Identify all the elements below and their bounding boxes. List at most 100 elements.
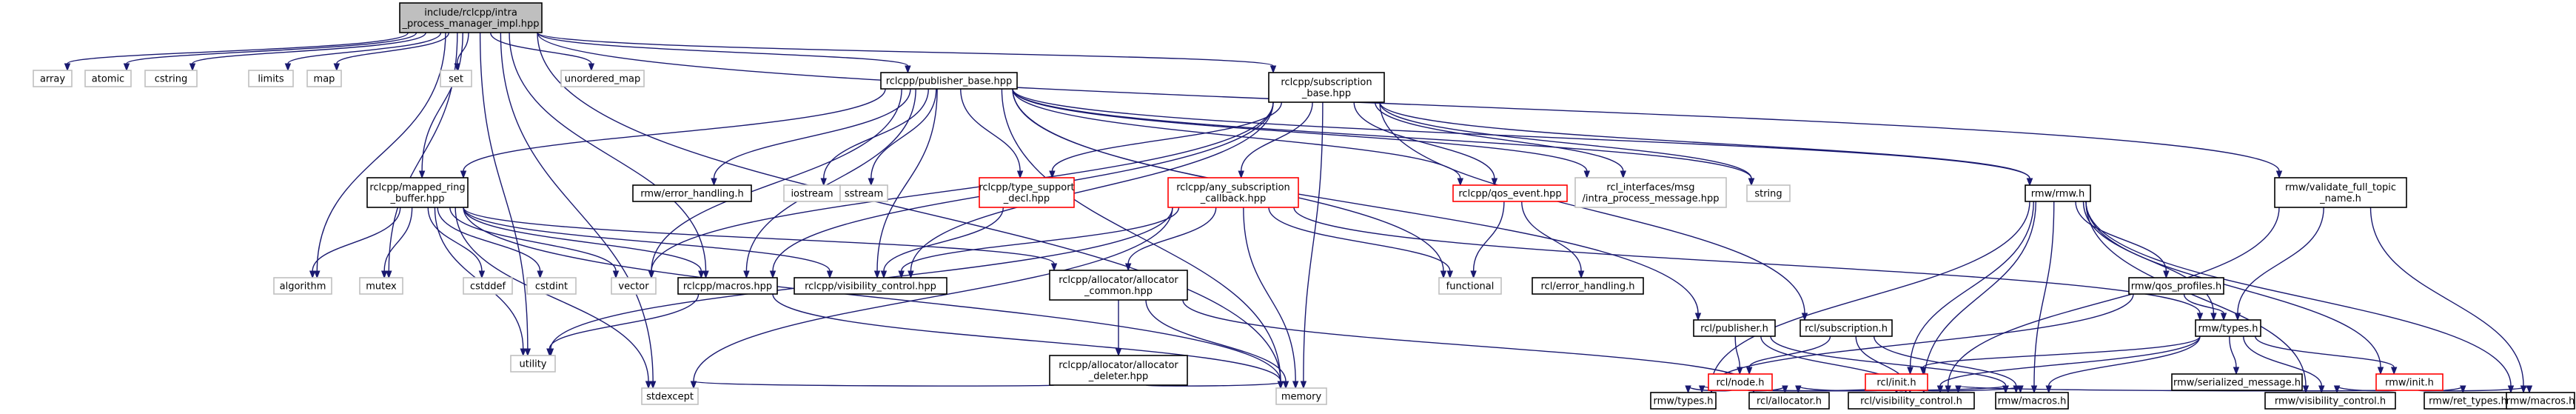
node-label: iostream — [791, 189, 833, 200]
edge-qos-event-to-functional — [1470, 201, 1505, 279]
edge-root-to-mapped-ring — [418, 32, 463, 179]
node-macros-hpp[interactable]: rclcpp/macros.hpp — [677, 277, 778, 295]
node-publisher-base[interactable]: rclcpp/publisher_base.hpp — [880, 72, 1018, 90]
node-rmw-macros-mid[interactable]: rmw/macros.h — [1995, 392, 2069, 410]
node-label: rmw/macros.h — [2506, 396, 2575, 407]
node-label: algorithm — [280, 281, 326, 293]
node-box — [1865, 373, 1928, 391]
edge-rmw-types-hpp-to-serialized-message — [2229, 335, 2240, 375]
edge-root-to-map — [333, 32, 449, 72]
node-box — [2195, 319, 2261, 337]
node-serialized-message[interactable]: rmw/serialized_message.h — [2171, 373, 2303, 391]
node-box — [1693, 319, 1776, 337]
edge-rcl-publisher-to-rcl-node — [1734, 335, 1743, 375]
edge-root-to-utility — [479, 32, 531, 357]
node-rcl-init[interactable]: rcl/init.h — [1865, 373, 1928, 391]
node-subscription-base[interactable]: rclcpp/subscription_base.hpp — [1268, 72, 1385, 103]
node-box — [248, 70, 294, 87]
node-mapped-ring[interactable]: rclcpp/mapped_ring_buffer.hpp — [366, 177, 469, 208]
node-root[interactable]: include/rclcpp/intra_process_manager_imp… — [399, 2, 543, 33]
node-label: _process_manager_impl.hpp — [402, 19, 540, 30]
node-label: rclcpp/type_support — [979, 182, 1074, 193]
edge-rcl-subscription-to-rcl-node — [1745, 335, 1831, 375]
node-box — [144, 70, 198, 87]
node-box — [1049, 355, 1188, 386]
node-box — [611, 277, 657, 295]
node-rmw-qos-profiles[interactable]: rmw/qos_profiles.h — [2128, 277, 2224, 295]
edge-mapped-ring-to-cstddef — [427, 207, 486, 279]
node-rmw-error-handling[interactable]: rmw/error_handling.h — [632, 184, 752, 202]
node-qos-event[interactable]: rclcpp/qos_event.hpp — [1452, 184, 1568, 202]
node-string: string — [1746, 184, 1791, 202]
node-label: _buffer.hpp — [390, 193, 445, 204]
node-label: rmw/validate_full_topic — [2285, 182, 2396, 193]
node-rmw-macros-right[interactable]: rmw/macros.h — [2506, 392, 2575, 410]
node-rcl-error-handling[interactable]: rcl/error_handling.h — [1532, 277, 1644, 295]
node-label: rclcpp/macros.hpp — [683, 281, 772, 293]
node-visibility-hpp[interactable]: rclcpp/visibility_control.hpp — [794, 277, 947, 295]
node-any-sub[interactable]: rclcpp/any_subscription_callback.hpp — [1167, 177, 1299, 208]
node-rmw-h[interactable]: rmw/rmw.h — [2025, 184, 2091, 202]
edge-root-to-atomic — [123, 32, 417, 72]
node-rcl-subscription[interactable]: rcl/subscription.h — [1799, 319, 1893, 337]
node-label: rcl/visibility_control.h — [1860, 396, 1962, 407]
node-label: rclcpp/mapped_ring — [369, 182, 465, 193]
node-label: rmw/types.h — [2198, 324, 2258, 335]
edge-mapped-ring-to-visibility-hpp — [463, 207, 833, 279]
edge-rmw-h-to-rmw-init — [2085, 201, 2384, 375]
node-label: rclcpp/qos_event.hpp — [1458, 189, 1561, 200]
node-box — [399, 2, 543, 33]
edge-rmw-qos-profiles-to-rmw-types-hpp — [2183, 293, 2227, 321]
node-allocator-deleter[interactable]: rclcpp/allocator/allocator_deleter.hpp — [1049, 355, 1188, 386]
node-validate-topic[interactable]: rmw/validate_full_topic_name.h — [2274, 177, 2407, 208]
edge-mapped-ring-to-macros-hpp — [463, 207, 705, 279]
node-label: cstddef — [470, 281, 506, 293]
node-box — [359, 277, 403, 295]
node-box — [2171, 373, 2303, 391]
node-label: rmw/macros.h — [1998, 396, 2067, 407]
node-box — [1049, 270, 1188, 301]
node-box — [1748, 392, 1830, 410]
edge-rmw-h-to-rcl-init — [1907, 201, 2034, 375]
node-label: mutex — [366, 281, 397, 293]
node-type-support[interactable]: rclcpp/type_support_decl.hpp — [979, 177, 1075, 208]
node-rmw-init[interactable]: rmw/init.h — [2375, 373, 2443, 391]
node-box — [1268, 72, 1385, 103]
node-label: functional — [1446, 281, 1495, 293]
node-label: array — [40, 74, 65, 85]
node-rcl-visibility[interactable]: rcl/visibility_control.h — [1848, 392, 1975, 410]
node-allocator-common[interactable]: rclcpp/allocator/allocator_common.hpp — [1049, 270, 1188, 301]
edge-publisher-base-to-rmw-error-handling — [711, 88, 911, 187]
node-box — [1799, 319, 1893, 337]
node-label: memory — [1281, 392, 1322, 403]
edge-publisher-base-to-type-support — [960, 88, 1024, 179]
node-box — [1574, 177, 1727, 208]
node-rmw-ret-types[interactable]: rmw/ret_types.h — [2424, 392, 2512, 410]
node-label: rcl/allocator.h — [1757, 396, 1822, 407]
node-label: sstream — [845, 189, 883, 200]
node-label: rmw/error_handling.h — [640, 189, 744, 200]
edge-mapped-ring-to-stdexcept — [455, 207, 652, 390]
node-box — [273, 277, 332, 295]
edge-subscription-base-to-intra-msg — [1375, 101, 1627, 179]
node-box — [1532, 277, 1644, 295]
edge-subscription-base-to-qos-event — [1353, 101, 1498, 187]
node-rcl-allocator[interactable]: rcl/allocator.h — [1748, 392, 1830, 410]
edge-rmw-h-to-rmw-macros-right — [2085, 201, 2515, 394]
node-rmw-types-left[interactable]: rmw/types.h — [1650, 392, 1717, 410]
node-rcl-node[interactable]: rcl/node.h — [1708, 373, 1773, 391]
node-limits: limits — [248, 70, 294, 87]
node-box — [2375, 373, 2443, 391]
node-rcl-publisher[interactable]: rcl/publisher.h — [1693, 319, 1776, 337]
edge-mapped-ring-to-mutex — [380, 207, 413, 279]
node-label: /intra_process_message.hpp — [1583, 193, 1720, 204]
edge-allocator-common-to-allocator-deleter — [1115, 300, 1122, 357]
edge-root-to-unordered-map — [490, 32, 595, 72]
node-rmw-types-hpp[interactable]: rmw/types.h — [2195, 319, 2261, 337]
node-box — [2506, 392, 2575, 410]
edge-validate-topic-to-rmw-macros-right — [2369, 207, 2527, 394]
node-label: _base.hpp — [1301, 88, 1351, 99]
edge-mapped-ring-to-vector — [449, 207, 620, 279]
node-rmw-visibility[interactable]: rmw/visibility_control.h — [2264, 392, 2396, 410]
node-label: rcl/subscription.h — [1805, 324, 1888, 335]
